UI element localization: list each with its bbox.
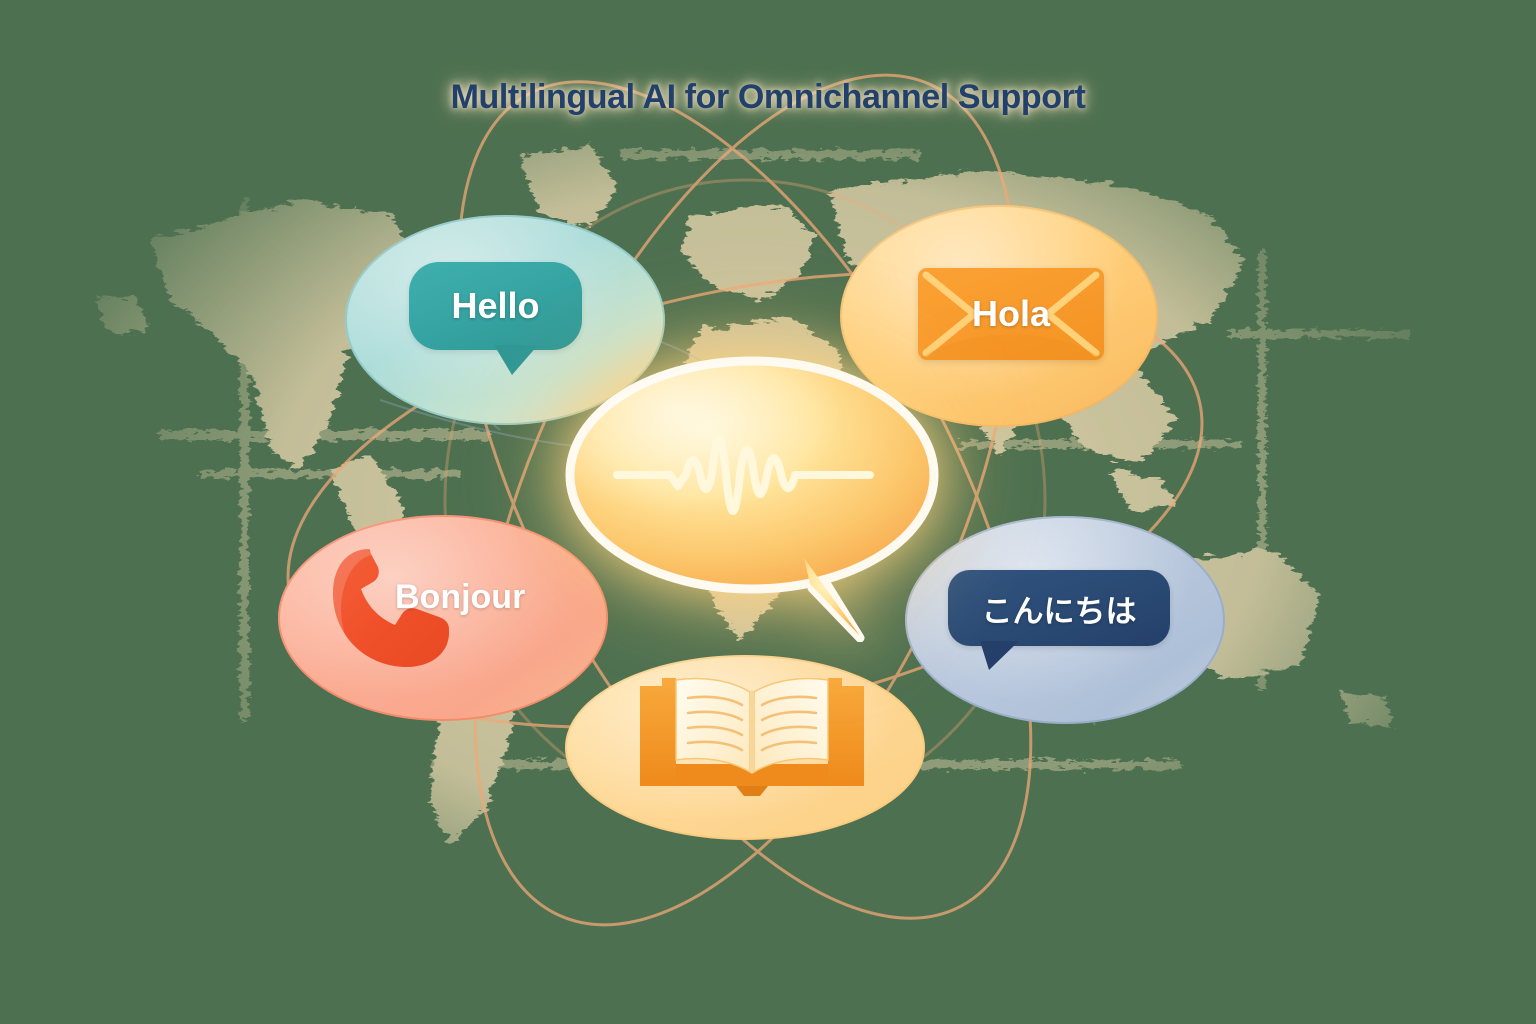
hello-label: Hello <box>451 285 540 326</box>
hello-speech-bubble-icon[interactable]: Hello <box>409 262 582 375</box>
page-title: Multilingual AI for Omnichannel Support <box>450 78 1086 116</box>
envelope-flap-lines <box>918 271 1104 360</box>
central-voice-ai-bubble[interactable] <box>560 352 960 643</box>
bonjour-label: Bonjour <box>395 578 526 616</box>
konnichiwa-label: こんにちは <box>981 593 1137 629</box>
konnichiwa-bubble-tail <box>980 641 1019 670</box>
hello-bubble-tail <box>494 345 538 375</box>
konnichiwa-speech-bubble-icon[interactable]: こんにちは <box>948 570 1170 670</box>
phone-handset-icon[interactable] <box>325 543 455 673</box>
voice-bubble-shape <box>565 356 939 643</box>
hola-label: Hola <box>971 293 1050 334</box>
channel-bonjour[interactable] <box>278 515 608 721</box>
audio-waveform-icon <box>613 435 874 515</box>
open-book-icon[interactable] <box>632 668 872 798</box>
hola-envelope-icon[interactable]: Hola <box>918 268 1104 360</box>
